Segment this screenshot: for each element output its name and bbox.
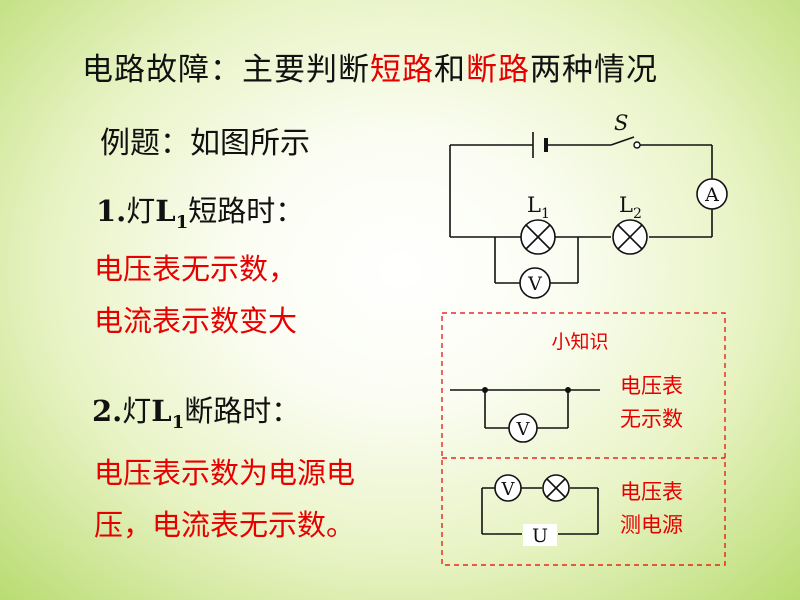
case1-lamp-word: 灯 <box>126 194 156 228</box>
tip2-source-icon: U <box>523 524 557 547</box>
tip1-diagram: V <box>450 387 600 443</box>
page-title: 电路故障：主要判断短路和断路两种情况 <box>82 44 658 89</box>
tips-box: 小知识 V 电压表 无示数 V U <box>441 312 726 566</box>
case2-condition: 断路时： <box>184 394 301 428</box>
tip2-diagram: V U <box>481 474 599 547</box>
case1-lamp-subscript: 1 <box>175 211 189 233</box>
case1-answer-line2: 电流表示数变大 <box>94 304 298 338</box>
battery-icon <box>532 132 548 158</box>
case2-lamp-word: 灯 <box>122 394 152 428</box>
tip1-voltmeter-icon: V <box>508 413 538 443</box>
lamp-l2-icon <box>612 219 648 255</box>
lamp-l2-label: L2 <box>619 193 642 222</box>
case1-number: 1. <box>96 194 127 228</box>
voltmeter-label: V <box>527 273 542 295</box>
case2-lamp-letter: L <box>151 394 172 428</box>
title-text-3: 两种情况 <box>530 52 658 88</box>
circuit-diagram: S A L1 L2 V <box>449 111 728 299</box>
tip2-voltmeter-icon: V <box>494 474 522 502</box>
example-label: 例题：如图所示 <box>100 126 310 161</box>
case1-condition: 短路时： <box>188 194 305 228</box>
ammeter-icon: A <box>696 178 728 210</box>
case2-answer-line1: 电压表示数为电源电 <box>94 456 356 490</box>
case1-lamp-letter: L <box>155 194 176 228</box>
lamp-l1-icon <box>520 219 556 255</box>
tip2-text-line1: 电压表 <box>620 480 683 504</box>
tip1-voltmeter-label: V <box>516 419 531 440</box>
case2-heading: 2.灯L1断路时： <box>92 388 300 433</box>
case2-number: 2. <box>92 394 123 428</box>
lamp-l1-label: L1 <box>527 193 550 222</box>
title-text-1: 电路故障：主要判断 <box>82 52 370 88</box>
title-keyword-short-circuit: 短路 <box>370 52 434 88</box>
case1-answer-line1: 电压表无示数， <box>94 252 298 286</box>
ammeter-label: A <box>704 184 719 206</box>
case1-heading: 1.灯L1短路时： <box>96 188 304 233</box>
tip2-text-line2: 测电源 <box>620 513 683 537</box>
title-text-2: 和 <box>434 52 466 88</box>
tips-heading: 小知识 <box>551 331 608 353</box>
tip2-lamp-icon <box>542 474 570 502</box>
tip1-text-line2: 无示数 <box>620 407 683 431</box>
switch-icon <box>610 136 641 149</box>
tip2-voltmeter-label: V <box>501 479 516 500</box>
title-keyword-open-circuit: 断路 <box>466 52 530 88</box>
switch-label: S <box>614 111 628 135</box>
case2-lamp-subscript: 1 <box>171 411 185 433</box>
case2-answer-line2: 压，电流表无示数。 <box>94 508 356 542</box>
tip2-source-label: U <box>532 525 548 547</box>
tip1-text-line1: 电压表 <box>620 374 683 398</box>
voltmeter-icon: V <box>519 267 551 299</box>
